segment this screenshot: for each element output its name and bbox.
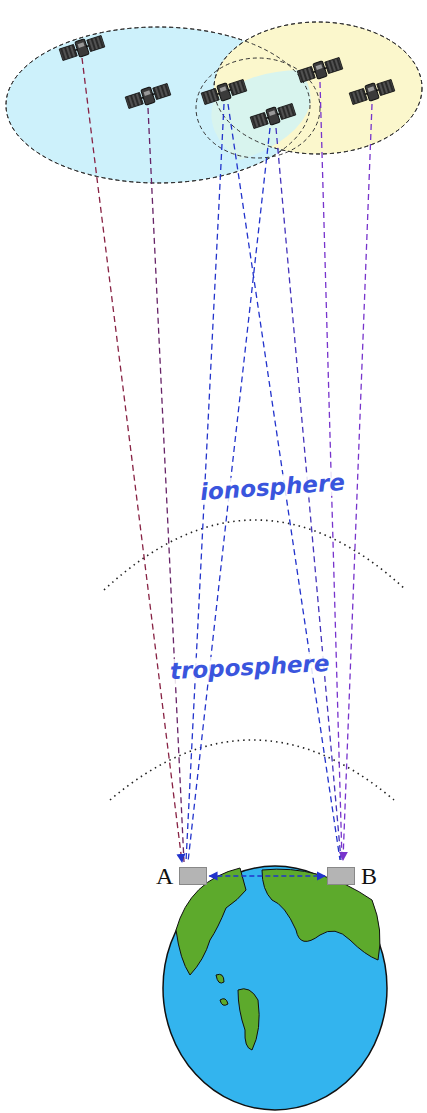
station-label: B (361, 864, 377, 888)
satellite (349, 78, 396, 107)
signal-path (148, 108, 184, 862)
ionosphere-boundary (104, 520, 406, 590)
constellation-region (6, 27, 310, 183)
satellite (297, 56, 344, 85)
satellite (201, 78, 248, 107)
receiver-box (179, 867, 207, 885)
receiver-station: A (156, 864, 207, 888)
earth (163, 866, 387, 1110)
island (238, 989, 259, 1050)
atmosphere-label: troposphere (167, 651, 334, 685)
atmosphere-label: ionosphere (196, 470, 348, 506)
satellite (250, 102, 297, 131)
signal-path (82, 58, 182, 862)
satellite (125, 82, 172, 111)
receiver-station: B (327, 864, 377, 888)
island (216, 974, 224, 983)
satellite (59, 34, 106, 63)
continent (176, 868, 246, 975)
receiver-box (327, 867, 355, 885)
troposphere-boundary (110, 740, 394, 800)
island (220, 999, 228, 1006)
baseline-link (209, 875, 325, 876)
station-label: A (156, 864, 173, 888)
